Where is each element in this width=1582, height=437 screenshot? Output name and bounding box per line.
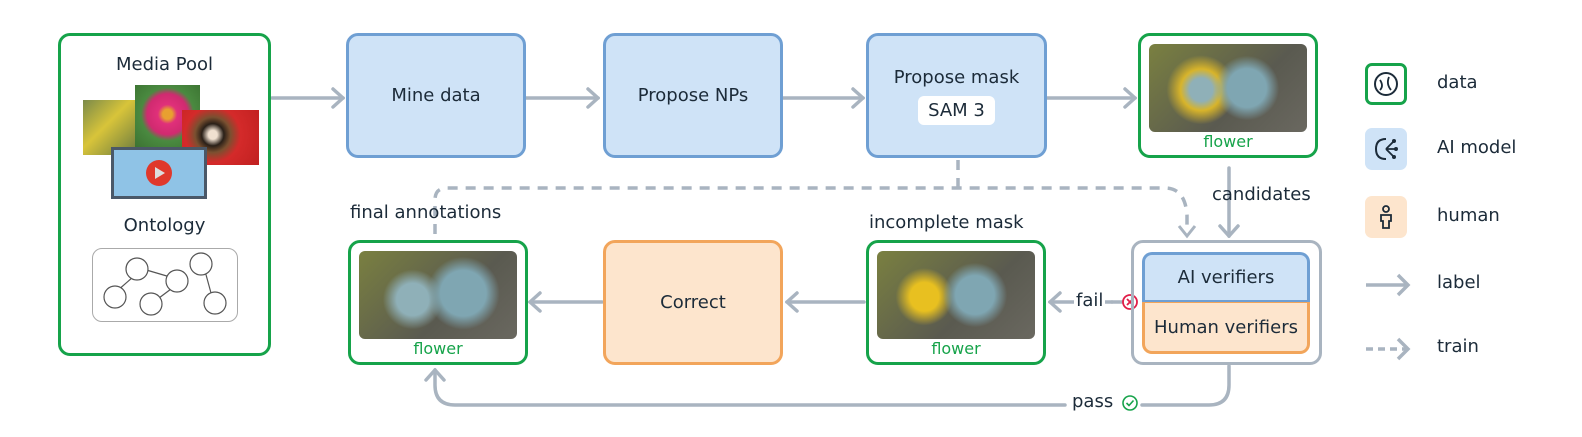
candidates-label: candidates: [1212, 184, 1311, 205]
solid-arrow-icon: [1366, 273, 1411, 297]
ai-verifiers-step: AI verifiers: [1142, 252, 1310, 302]
verifiers-group: [1131, 240, 1322, 365]
ai-verifiers-label: AI verifiers: [1177, 267, 1275, 288]
legend-label-label: label: [1437, 272, 1481, 293]
final-label: flower: [413, 339, 463, 358]
media-pool-panel: Media Pool Ontology: [58, 33, 271, 356]
media-images: [75, 85, 259, 199]
mine-data-label: Mine data: [391, 85, 481, 106]
train-path: [433, 186, 1189, 234]
final-annotations-label: final annotations: [350, 202, 502, 223]
propose-nps-label: Propose NPs: [637, 85, 749, 106]
final-photo: [359, 251, 517, 339]
legend-data-label: data: [1437, 72, 1478, 93]
legend-train-label: train: [1437, 336, 1479, 357]
propose-mask-label: Propose mask: [893, 66, 1020, 88]
ontology-title: Ontology: [123, 215, 206, 236]
pass-label: pass: [1070, 391, 1116, 412]
play-icon[interactable]: [144, 158, 174, 188]
correct-step: Correct: [603, 240, 783, 365]
legend-human-label: human: [1437, 205, 1500, 226]
fail-label: fail: [1074, 290, 1106, 311]
incomplete-photo: [877, 251, 1035, 339]
final-annotation-card: flower: [348, 240, 528, 365]
incomplete-label: flower: [931, 339, 981, 358]
candidate-photo: [1149, 44, 1307, 132]
correct-label: Correct: [660, 292, 726, 313]
data-icon: [1365, 63, 1407, 105]
video-thumbnail: [110, 147, 207, 199]
media-pool-title: Media Pool: [115, 54, 214, 75]
mine-data-step: Mine data: [346, 33, 526, 158]
human-verifiers-label: Human verifiers: [1154, 316, 1298, 338]
legend-ai-label: AI model: [1437, 137, 1517, 158]
human-verifiers-step: Human verifiers: [1142, 302, 1310, 354]
propose-mask-step: Propose mask SAM 3: [866, 33, 1047, 158]
incomplete-mask-card: flower: [866, 240, 1046, 365]
human-icon: [1365, 196, 1407, 238]
ontology-graph: [91, 248, 238, 322]
graph-icon: [102, 252, 227, 316]
incomplete-mask-label: incomplete mask: [869, 212, 1024, 233]
dashed-arrow-icon: [1366, 337, 1411, 361]
candidate-mask-card: flower: [1138, 33, 1318, 158]
propose-nps-step: Propose NPs: [603, 33, 783, 158]
candidate-label: flower: [1203, 132, 1253, 151]
pass-icon: [1122, 395, 1138, 411]
ai-model-icon: [1365, 128, 1407, 170]
arrow-pass: [435, 366, 1231, 407]
plant-thumbnail: [82, 100, 135, 155]
sam3-badge: SAM 3: [918, 95, 995, 125]
